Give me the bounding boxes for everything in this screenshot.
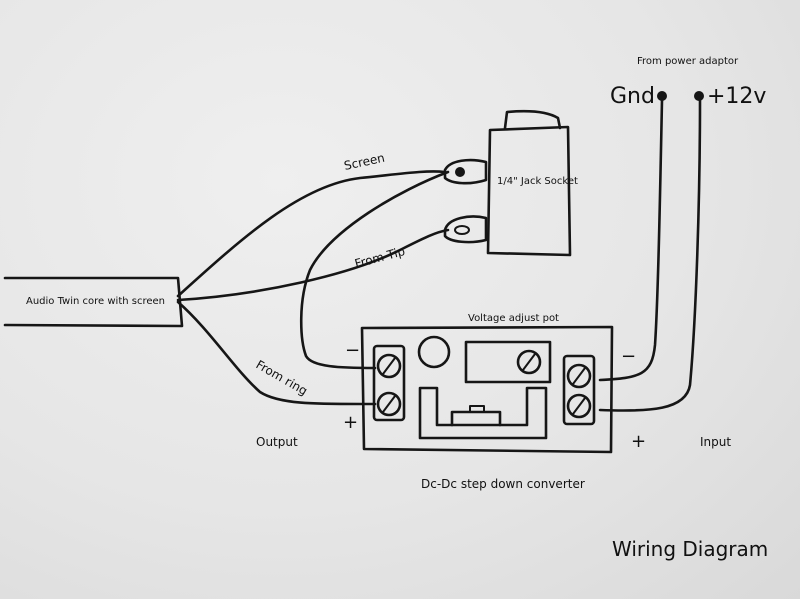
screen-lug [443, 158, 488, 185]
input-plus-sign: + [631, 431, 646, 452]
voltage-adjust-pot-screw [516, 349, 542, 375]
jack-socket-label: 1/4" Jack Socket [497, 176, 578, 187]
screen-label: Screen [343, 151, 386, 173]
tip-lug [443, 215, 488, 244]
input-minus-screw-slot [572, 367, 586, 385]
output-label: Output [256, 435, 298, 449]
gnd-terminal [657, 91, 667, 101]
input-minus-sign: − [621, 346, 636, 367]
inductor-outline [418, 386, 548, 440]
converter-label: Dc-Dc step down converter [421, 477, 585, 491]
dc-dc-converter [360, 325, 614, 454]
regulator-chip [450, 410, 502, 427]
voltage-adjust-pot-slot [522, 353, 536, 371]
output-plus-sign: + [343, 412, 358, 433]
plus-12v-terminal [694, 91, 704, 101]
output-minus-screw [376, 353, 402, 379]
screen-wire [176, 170, 447, 298]
voltage-adjust-pot-body [464, 340, 552, 384]
plus-12v-label: +12v [707, 84, 766, 109]
audio-cable-label: Audio Twin core with screen [26, 296, 165, 307]
output-plus-screw-slot [382, 395, 396, 413]
voltage-adjust-pot-label: Voltage adjust pot [468, 313, 559, 324]
gnd-lead-wire [598, 98, 664, 382]
audio-cable [3, 170, 450, 406]
from-power-adaptor-label: From power adaptor [637, 56, 739, 67]
ring-wire [176, 300, 377, 406]
converter-board [360, 325, 614, 454]
capacitor [417, 335, 451, 369]
input-plus-screw [566, 393, 592, 419]
tip-wire [176, 228, 450, 302]
input-label: Input [700, 435, 731, 449]
gnd-label: Gnd [610, 84, 655, 109]
screen-lug-solder [455, 167, 465, 177]
output-plus-screw [376, 391, 402, 417]
input-terminal-block [562, 354, 596, 426]
regulator-tab [469, 405, 485, 413]
input-minus-screw [566, 363, 592, 389]
screen-to-minus-wire [299, 170, 450, 370]
tip-lug-hole [454, 225, 470, 235]
jack-socket-collar [503, 109, 562, 130]
output-minus-screw-slot [382, 357, 396, 375]
jack-socket [443, 109, 572, 257]
diagram-title: Wiring Diagram [612, 537, 768, 561]
output-minus-sign: − [345, 340, 360, 361]
plus-12v-lead-wire [598, 98, 702, 412]
output-terminal-block [372, 344, 406, 422]
input-plus-screw-slot [572, 397, 586, 415]
power-adaptor-leads [598, 91, 704, 412]
from-tip-label: From Tip [353, 244, 406, 271]
jack-socket-body [486, 125, 572, 257]
audio-cable-jacket [3, 276, 184, 328]
